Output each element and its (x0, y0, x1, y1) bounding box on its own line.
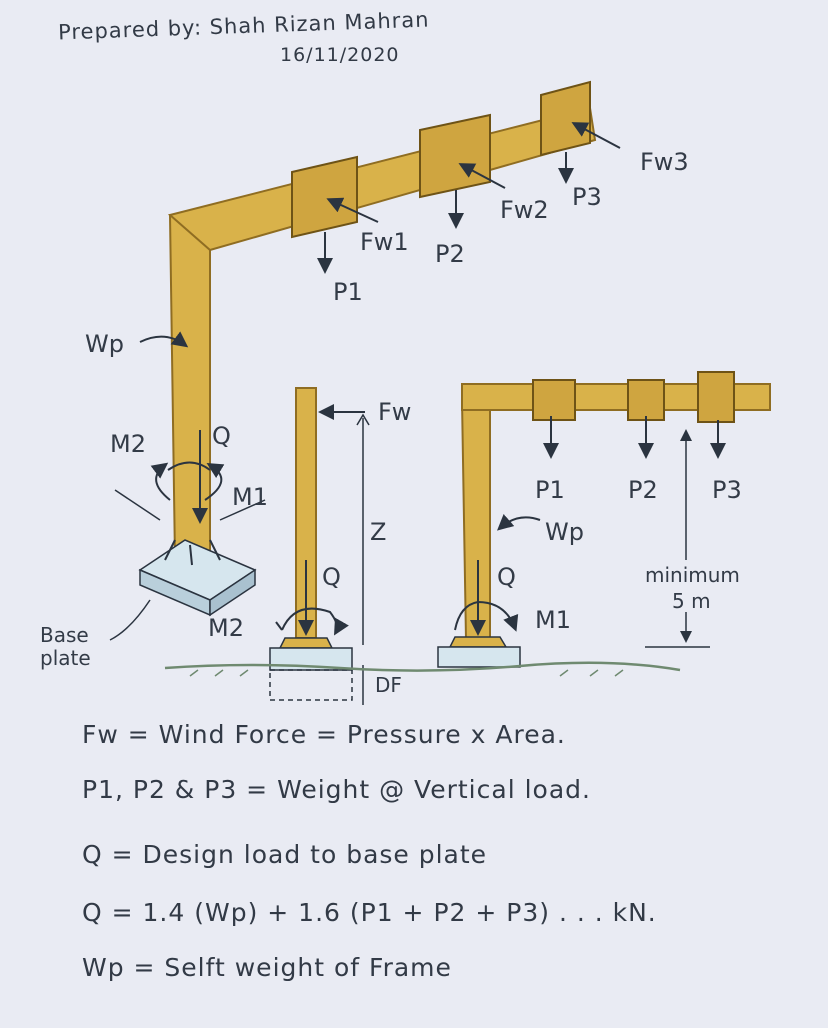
sign-3 (540, 80, 591, 157)
label-z: Z (370, 518, 386, 546)
label-q-right: Q (497, 563, 516, 591)
sign-2 (419, 113, 491, 199)
ground-line (164, 661, 681, 672)
right-sign-2 (627, 379, 665, 421)
right-footing (437, 646, 521, 668)
label-minimum: minimum (645, 563, 740, 587)
middle-base-plate (278, 637, 334, 649)
label-p3-right: P3 (712, 476, 742, 504)
note-5: Wp = Selft weight of Frame (82, 953, 452, 982)
label-wp: Wp (85, 330, 124, 358)
right-sign-3 (697, 371, 735, 423)
label-base: Base (40, 623, 89, 647)
label-m2-top: M2 (110, 430, 146, 458)
note-2: P1, P2 & P3 = Weight @ Vertical load. (82, 775, 591, 804)
label-p2-right: P2 (628, 476, 658, 504)
right-sign-1 (532, 379, 576, 421)
label-q-top: Q (212, 422, 231, 450)
label-df: DF (375, 673, 402, 697)
label-m2-mid: M2 (208, 614, 244, 642)
top-column (168, 214, 211, 561)
right-column (460, 399, 491, 641)
label-p2: P2 (435, 240, 465, 268)
label-fw3: Fw3 (640, 148, 689, 176)
top-frame (109, 80, 621, 641)
label-p3: P3 (572, 183, 602, 211)
label-wp-right: Wp (545, 518, 584, 546)
label-p1-right: P1 (535, 476, 565, 504)
label-fw-mid: Fw (378, 398, 411, 426)
label-m1-right: M1 (535, 606, 571, 634)
prepared-date: 16/11/2020 (280, 44, 400, 66)
middle-footing-buried (269, 669, 353, 701)
label-m1-top: M1 (232, 483, 268, 511)
top-base-right (209, 568, 256, 617)
label-5m: 5 m (672, 589, 711, 613)
label-q-mid: Q (322, 563, 341, 591)
note-1: Fw = Wind Force = Pressure x Area. (82, 720, 566, 749)
right-frame (437, 371, 771, 668)
note-4: Q = 1.4 (Wp) + 1.6 (P1 + P2 + P3) . . . … (82, 898, 657, 927)
label-fw2: Fw2 (500, 196, 549, 224)
right-base-plate (448, 636, 508, 648)
middle-frame (269, 387, 370, 705)
label-fw1: Fw1 (360, 228, 409, 256)
label-p1: P1 (333, 278, 363, 306)
label-plate: plate (40, 646, 91, 670)
sign-1 (291, 155, 358, 239)
note-3: Q = Design load to base plate (82, 840, 488, 869)
